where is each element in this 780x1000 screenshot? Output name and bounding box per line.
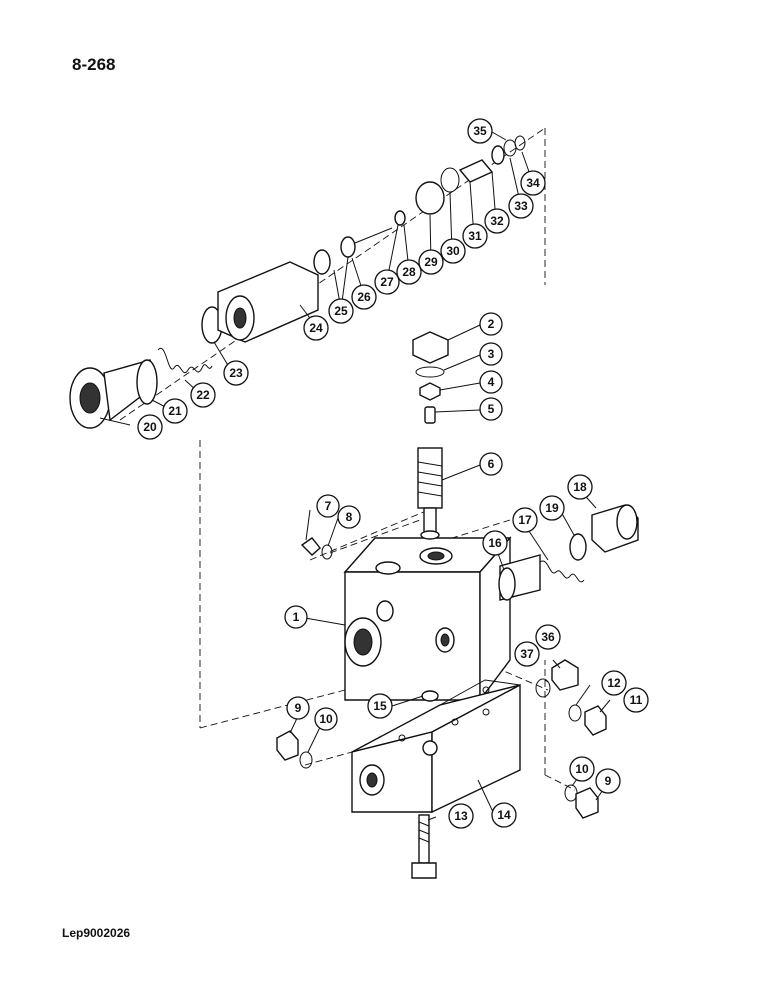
bolt — [411, 814, 437, 879]
svg-text:7: 7 — [325, 499, 332, 513]
svg-text:20: 20 — [143, 420, 157, 434]
callout-34: 34 — [520, 170, 546, 196]
callout-19: 19 — [539, 495, 565, 521]
callout-12: 12 — [601, 670, 627, 696]
svg-text:19: 19 — [545, 501, 559, 515]
callout-6: 6 — [479, 452, 503, 476]
svg-text:1: 1 — [293, 610, 300, 624]
pilot-spool-assembly — [498, 504, 639, 601]
callout-30: 30 — [440, 238, 466, 264]
cartridge-assembly — [412, 331, 449, 540]
sub-plate — [351, 679, 521, 814]
callout-37: 37 — [514, 641, 540, 667]
callout-13: 13 — [448, 803, 474, 829]
callout-31: 31 — [462, 223, 488, 249]
callout-14: 14 — [491, 802, 517, 828]
callout-8: 8 — [337, 505, 361, 529]
callout-21: 21 — [162, 398, 188, 424]
relief-valve-assembly — [69, 135, 526, 429]
callout-22: 22 — [190, 382, 216, 408]
svg-text:30: 30 — [446, 244, 460, 258]
callout-9-left: 9 — [286, 696, 310, 720]
svg-text:37: 37 — [520, 647, 534, 661]
svg-text:9: 9 — [605, 774, 612, 788]
svg-text:10: 10 — [575, 762, 589, 776]
callout-1: 1 — [284, 605, 308, 629]
callout-16: 16 — [482, 530, 508, 556]
callout-2: 2 — [479, 312, 503, 336]
svg-text:16: 16 — [488, 536, 502, 550]
svg-text:8: 8 — [346, 510, 353, 524]
svg-text:26: 26 — [357, 290, 371, 304]
svg-text:3: 3 — [488, 347, 495, 361]
svg-text:27: 27 — [380, 275, 394, 289]
svg-text:36: 36 — [541, 630, 555, 644]
svg-text:31: 31 — [468, 229, 482, 243]
svg-text:13: 13 — [454, 809, 468, 823]
callout-26: 26 — [351, 284, 377, 310]
svg-text:5: 5 — [488, 402, 495, 416]
svg-text:25: 25 — [334, 304, 348, 318]
callout-20: 20 — [137, 414, 163, 440]
callout-32: 32 — [484, 208, 510, 234]
callout-15: 15 — [367, 693, 393, 719]
callout-23: 23 — [223, 360, 249, 386]
callout-28: 28 — [396, 259, 422, 285]
callout-11: 11 — [623, 687, 649, 713]
svg-text:29: 29 — [424, 255, 438, 269]
callout-35: 35 — [467, 118, 493, 144]
callout-29: 29 — [418, 249, 444, 275]
svg-text:2: 2 — [488, 317, 495, 331]
fittings-and-seals — [276, 537, 607, 819]
valve-body-block — [343, 536, 512, 703]
svg-text:34: 34 — [526, 176, 540, 190]
svg-text:33: 33 — [514, 199, 528, 213]
svg-text:12: 12 — [607, 676, 621, 690]
callout-36: 36 — [535, 624, 561, 650]
callout-27: 27 — [374, 269, 400, 295]
callout-10-left: 10 — [314, 707, 338, 731]
svg-text:22: 22 — [196, 388, 210, 402]
svg-text:14: 14 — [497, 808, 511, 822]
callout-33: 33 — [508, 193, 534, 219]
callout-5: 5 — [479, 397, 503, 421]
document-code: Lep9002026 — [62, 926, 131, 940]
callout-7: 7 — [316, 494, 340, 518]
callout-3: 3 — [479, 342, 503, 366]
svg-text:28: 28 — [402, 265, 416, 279]
callout-10-right: 10 — [569, 756, 595, 782]
callout-17: 17 — [512, 507, 538, 533]
svg-text:17: 17 — [518, 513, 532, 527]
svg-text:10: 10 — [319, 712, 333, 726]
svg-text:35: 35 — [473, 124, 487, 138]
callout-25: 25 — [328, 298, 354, 324]
svg-text:23: 23 — [229, 366, 243, 380]
svg-text:15: 15 — [373, 699, 387, 713]
page-number: 8-268 — [72, 55, 116, 74]
leader-lines — [99, 131, 611, 821]
callout-18: 18 — [567, 474, 593, 500]
svg-text:6: 6 — [488, 457, 495, 471]
svg-text:18: 18 — [573, 480, 587, 494]
svg-text:24: 24 — [309, 321, 323, 335]
svg-text:9: 9 — [295, 701, 302, 715]
svg-text:4: 4 — [488, 375, 495, 389]
callout-24: 24 — [303, 315, 329, 341]
svg-text:32: 32 — [490, 214, 504, 228]
svg-text:21: 21 — [168, 404, 182, 418]
callout-4: 4 — [479, 370, 503, 394]
callout-9-right: 9 — [595, 768, 621, 794]
svg-text:11: 11 — [630, 693, 643, 707]
